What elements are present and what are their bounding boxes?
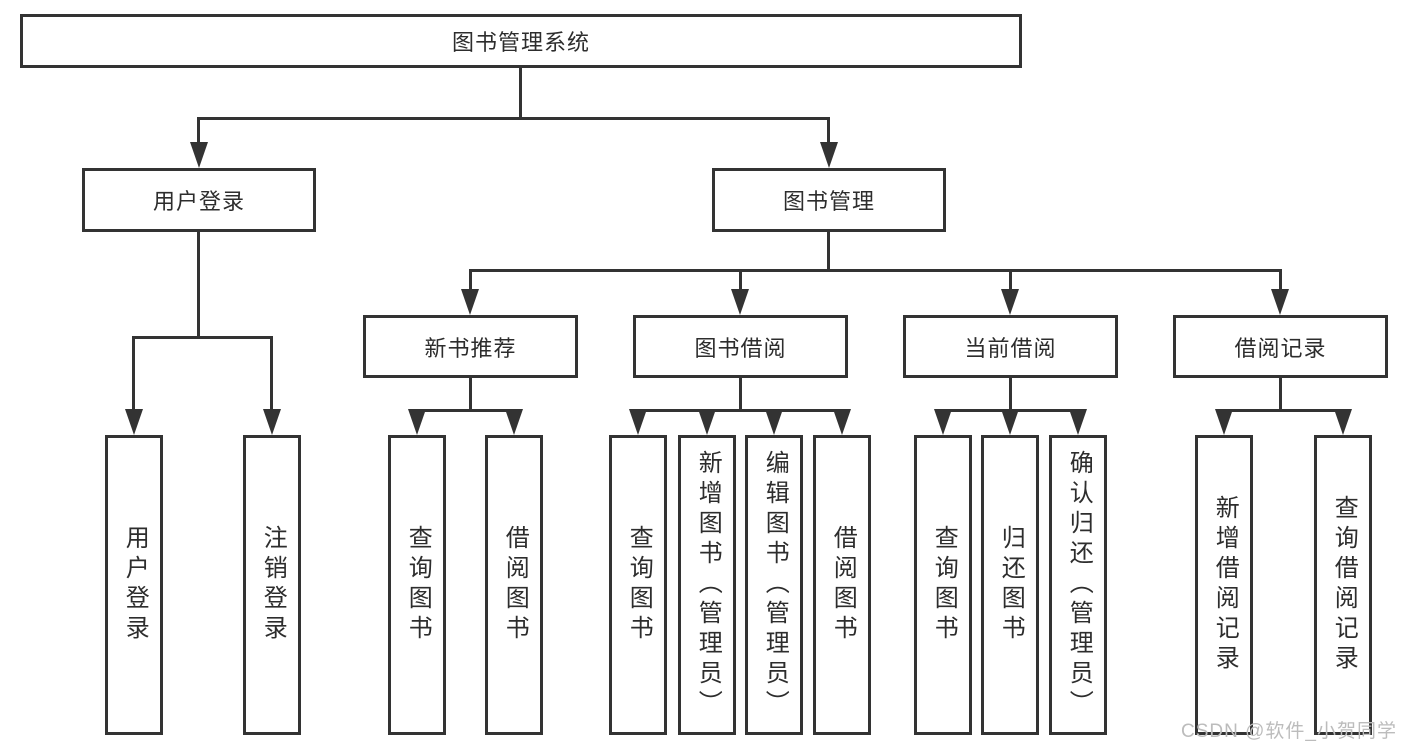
arrow-down-icon bbox=[461, 289, 479, 315]
edge-borrow-bar bbox=[638, 409, 842, 412]
leaf-add-book-admin-label: 新增图书（管理员） bbox=[694, 450, 722, 720]
node-user-login-label: 用户登录 bbox=[152, 189, 245, 214]
leaf-add-borrow-record: 新增借阅记录 bbox=[1195, 435, 1253, 735]
edge-root-bar bbox=[198, 117, 830, 120]
leaf-confirm-return-admin-label: 确认归还（管理员） bbox=[1065, 450, 1093, 720]
edge-login-stem bbox=[197, 232, 200, 336]
node-book-management-label: 图书管理 bbox=[782, 189, 875, 214]
arrow-down-icon bbox=[1001, 289, 1019, 315]
node-current-borrow: 当前借阅 bbox=[903, 315, 1118, 378]
edge-records-stem bbox=[1279, 378, 1282, 409]
leaf-recommend-query-book: 查询图书 bbox=[388, 435, 446, 735]
leaf-logout-login: 注销登录 bbox=[243, 435, 301, 735]
arrow-down-icon bbox=[833, 409, 851, 435]
edge-current-stem bbox=[1009, 378, 1012, 409]
leaf-logout-login-label: 注销登录 bbox=[259, 525, 287, 645]
node-book-management: 图书管理 bbox=[712, 168, 946, 232]
node-borrow-records-label: 借阅记录 bbox=[1234, 335, 1327, 361]
edge-drop-records bbox=[1279, 269, 1282, 290]
leaf-query-borrow-record: 查询借阅记录 bbox=[1314, 435, 1372, 735]
arrow-down-icon bbox=[629, 409, 647, 435]
arrow-down-icon bbox=[820, 142, 838, 168]
node-current-borrow-label: 当前借阅 bbox=[964, 335, 1057, 361]
arrow-down-icon bbox=[190, 142, 208, 168]
edge-recommend-stem bbox=[469, 378, 472, 409]
leaf-add-book-admin: 新增图书（管理员） bbox=[678, 435, 736, 735]
leaf-recommend-borrow-book-label: 借阅图书 bbox=[501, 525, 529, 645]
node-book-borrow-label: 图书借阅 bbox=[694, 335, 787, 361]
arrow-down-icon bbox=[698, 409, 716, 435]
edge-recommend-bar bbox=[417, 409, 514, 412]
arrow-down-icon bbox=[505, 409, 523, 435]
node-root-label: 图书管理系统 bbox=[451, 30, 590, 55]
arrow-down-icon bbox=[731, 289, 749, 315]
leaf-edit-book-admin-label: 编辑图书（管理员） bbox=[761, 450, 789, 720]
arrow-down-icon bbox=[1069, 409, 1087, 435]
leaf-query-borrow-record-label: 查询借阅记录 bbox=[1330, 495, 1358, 675]
leaf-current-query-book: 查询图书 bbox=[914, 435, 972, 735]
leaf-borrow-borrow-book-label: 借阅图书 bbox=[829, 525, 857, 645]
node-user-login: 用户登录 bbox=[82, 168, 316, 232]
node-root: 图书管理系统 bbox=[20, 14, 1022, 68]
edge-drop-login bbox=[197, 117, 200, 144]
leaf-recommend-query-book-label: 查询图书 bbox=[404, 525, 432, 645]
leaf-return-book-label: 归还图书 bbox=[997, 525, 1025, 645]
node-new-book-recommend-label: 新书推荐 bbox=[424, 335, 517, 361]
arrow-down-icon bbox=[765, 409, 783, 435]
edge-drop-recommend bbox=[469, 269, 472, 290]
leaf-edit-book-admin: 编辑图书（管理员） bbox=[745, 435, 803, 735]
arrow-down-icon bbox=[408, 409, 426, 435]
leaf-current-query-book-label: 查询图书 bbox=[930, 525, 958, 645]
arrow-down-icon bbox=[263, 409, 281, 435]
leaf-borrow-query-book: 查询图书 bbox=[609, 435, 667, 735]
leaf-user-login-label: 用户登录 bbox=[121, 525, 149, 645]
edge-drop-leaf-login bbox=[132, 336, 135, 410]
arrow-down-icon bbox=[1001, 409, 1019, 435]
leaf-confirm-return-admin: 确认归还（管理员） bbox=[1049, 435, 1107, 735]
arrow-down-icon bbox=[934, 409, 952, 435]
node-book-borrow: 图书借阅 bbox=[633, 315, 848, 378]
node-borrow-records: 借阅记录 bbox=[1173, 315, 1388, 378]
edge-records-bar bbox=[1224, 409, 1343, 412]
arrow-down-icon bbox=[1334, 409, 1352, 435]
arrow-down-icon bbox=[1215, 409, 1233, 435]
leaf-add-borrow-record-label: 新增借阅记录 bbox=[1211, 495, 1239, 675]
edge-root-stem bbox=[519, 68, 522, 117]
edge-borrow-stem bbox=[739, 378, 742, 409]
edge-mgmt-bar bbox=[470, 269, 1281, 272]
edge-drop-leaf-logout bbox=[270, 336, 273, 410]
edge-drop-mgmt bbox=[827, 117, 830, 144]
arrow-down-icon bbox=[1271, 289, 1289, 315]
arrow-down-icon bbox=[125, 409, 143, 435]
edge-login-bar bbox=[134, 336, 272, 339]
leaf-borrow-query-book-label: 查询图书 bbox=[625, 525, 653, 645]
edge-drop-current bbox=[1009, 269, 1012, 290]
leaf-recommend-borrow-book: 借阅图书 bbox=[485, 435, 543, 735]
node-new-book-recommend: 新书推荐 bbox=[363, 315, 578, 378]
leaf-borrow-borrow-book: 借阅图书 bbox=[813, 435, 871, 735]
leaf-user-login: 用户登录 bbox=[105, 435, 163, 735]
edge-drop-borrow bbox=[739, 269, 742, 290]
edge-mgmt-stem bbox=[827, 232, 830, 269]
csdn-watermark: CSDN @软件_小贺同学 bbox=[1181, 721, 1397, 742]
leaf-return-book: 归还图书 bbox=[981, 435, 1039, 735]
